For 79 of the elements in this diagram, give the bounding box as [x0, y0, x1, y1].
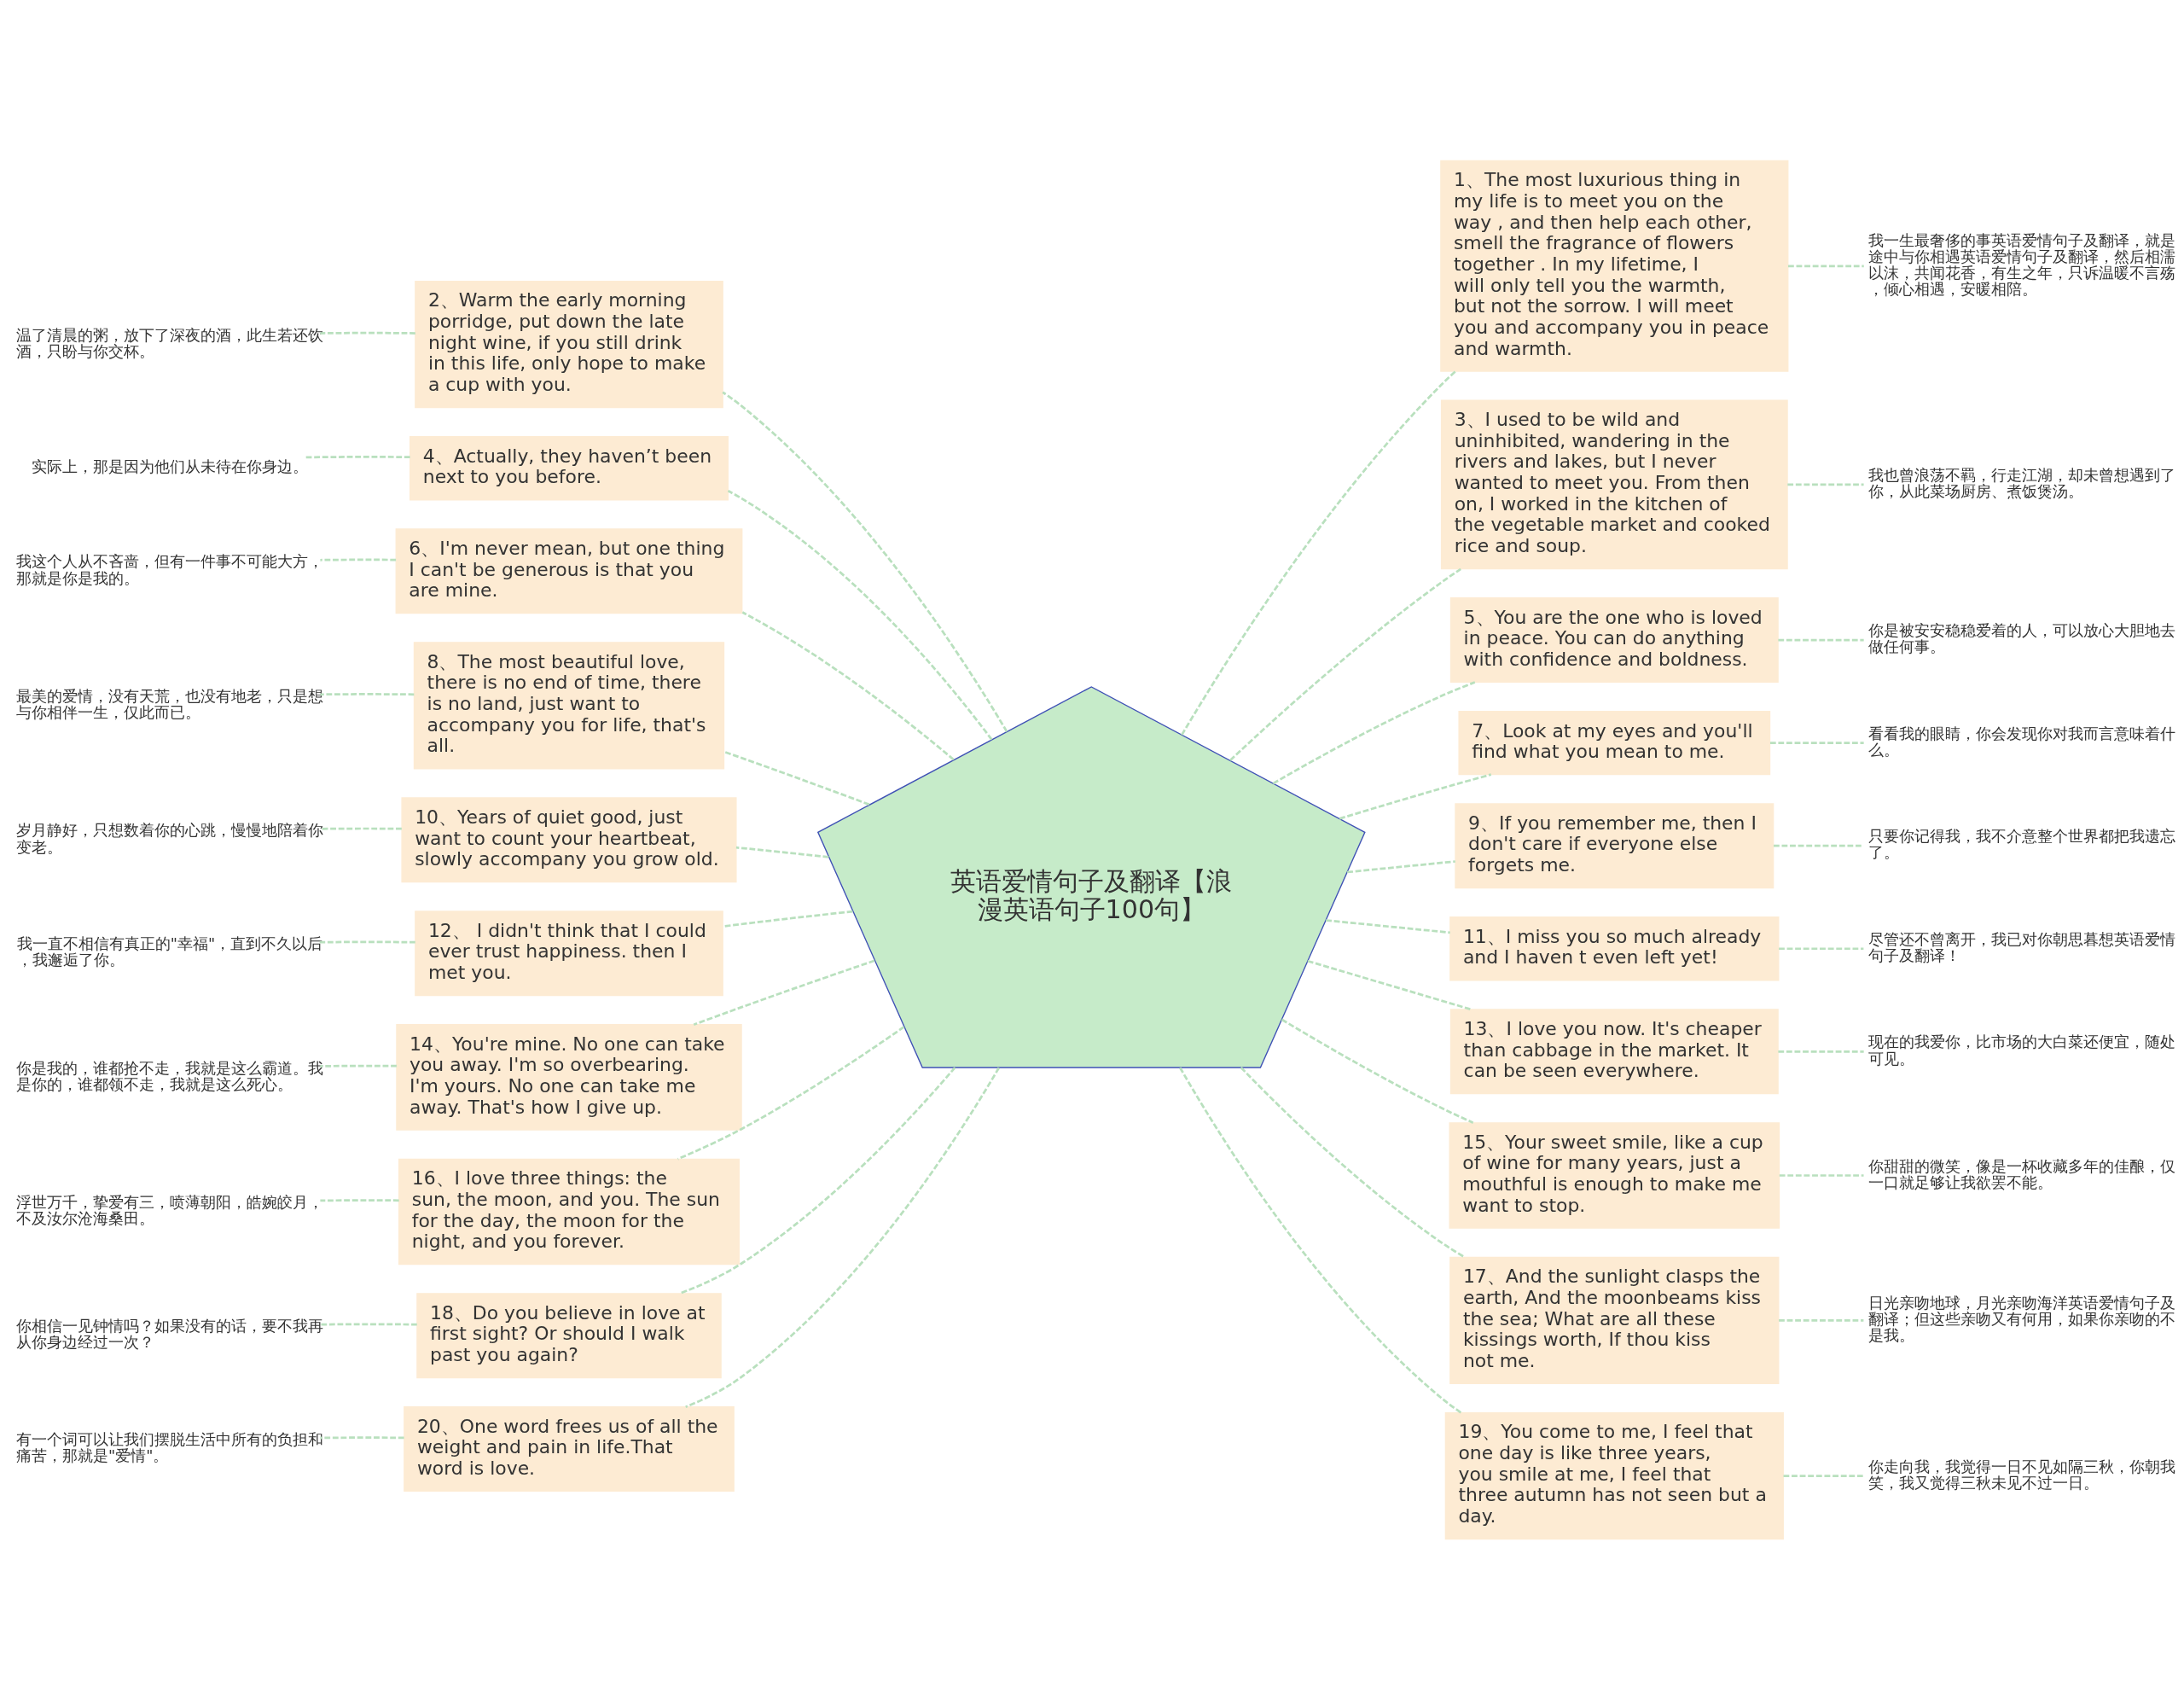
node-box: 3、I used to be wild and uninhibited, wandering in the rivers and lakes, but I never wanted to meet you. From then on, I worked in the kitchen of the vegetable market and cooked rice and soup. [1440, 399, 1788, 569]
node-box: 5、You are the one who is loved in peace. You can do anything with confidence and boldness. [1449, 596, 1779, 683]
connector [1281, 1018, 1474, 1124]
connector [320, 1198, 399, 1202]
node-text: 你甜甜的微笑，像是一杯收藏多年的佳酿，仅一口就足够让我欲罢不能。 [1868, 1156, 2176, 1191]
node-box: 13、I love you now. It's cheaper than cabbage in the market. It can be seen everywhere. [1449, 1008, 1779, 1094]
connector [685, 1067, 1001, 1408]
connector [320, 558, 397, 561]
node-box: 18、Do you believe in love at first sight? Or should I walk past you again? [416, 1292, 722, 1378]
connector [1787, 264, 1864, 267]
node-text: 浮世万千，挚爱有三，喷薄朝阳，皓婉皎月，不及汝尔沧海桑田。 [16, 1192, 324, 1227]
node-box: 7、Look at my eyes and you'll find what you mean to me. [1458, 710, 1771, 775]
connector [1326, 918, 1450, 934]
connector [1774, 844, 1864, 847]
connector [320, 331, 415, 335]
node-text: 现在的我爱你，比市场的大白菜还便宜，随处可见。 [1868, 1032, 2176, 1068]
connector [1787, 483, 1864, 486]
node-box: 2、Warm the early morning porridge, put down the late night wine, if you still drink in this life, only hope to make a cup with you. [415, 280, 723, 408]
connector [1779, 1318, 1864, 1322]
connector [1240, 1066, 1466, 1258]
node-box: 4、Actually, they haven’t been next to you before. [410, 435, 729, 500]
connector [1778, 1050, 1864, 1053]
connector [741, 610, 955, 760]
node-text: 我也曾浪荡不羁，行走江湖，却未曾想遇到了你，从此菜场厨房、煮饭煲汤。 [1868, 465, 2176, 500]
node-box: 10、Years of quiet good, just want to count your heartbeat, slowly accompany you grow old. [401, 796, 737, 882]
node-box: 14、You're mine. No one can take you away. I'm so overbearing. I'm yours. No one can take me away. That's how I give up. [396, 1023, 742, 1131]
node-text: 有一个词可以让我们摆脱生活中所有的负担和痛苦，那就是"爱情"。 [16, 1429, 324, 1464]
connector [319, 940, 415, 944]
connector [1339, 772, 1492, 820]
node-text: 尽管还不曾离开，我已对你朝思暮想英语爱情句子及翻译！ [1868, 929, 2176, 964]
node-text: 我一直不相信有真正的"幸福"，直到不久以后，我邂逅了你。 [16, 934, 323, 969]
connector [305, 455, 410, 458]
connector [320, 692, 415, 695]
connector [723, 750, 870, 806]
connector [1783, 1474, 1864, 1477]
connector [1181, 369, 1456, 736]
connector [722, 391, 1008, 732]
node-box: 1、The most luxurious thing in my life is to meet you on the way , and then help each other, smell the fragrance of flowers together . In my lifetime, I will only tell you the warmth, but not the sorrow. I will meet you and accompany you in peace and warmth. [1440, 160, 1789, 372]
connector [679, 1066, 956, 1295]
connector [1769, 741, 1864, 744]
node-text: 只要你记得我，我不介意整个世界都把我遗忘了。 [1868, 826, 2176, 861]
node-text: 我一生最奢侈的事英语爱情句子及翻译，就是途中与你相遇英语爱情句子及翻译，然后相濡以沫，共闻花香，有生之年，只诉温暖不言殇，倾心相遇，安暖相陪。 [1868, 230, 2176, 298]
connector [320, 1435, 404, 1439]
node-box: 9、If you remember me, then I don't care if everyone else forgets me. [1455, 802, 1774, 888]
node-box: 20、One word frees us of all the weight and pain in life.That word is love. [404, 1405, 735, 1492]
node-box: 15、Your sweet smile, like a cup of wine for many years, just a mouthful is enough to make me want to stop. [1449, 1121, 1780, 1229]
connector [727, 489, 993, 740]
node-text: 实际上，那是因为他们从未待在你身边。 [31, 457, 308, 475]
node-text: 我这个人从不吝啬，但有一件事不可能大方，那就是你是我的。 [16, 551, 324, 587]
connector [1272, 680, 1476, 784]
node-box: 12、 I didn't think that I could ever trust happiness. then I met you. [415, 910, 723, 996]
node-text: 温了清晨的粥，放下了深夜的酒，此生若还饮酒，只盼与你交杯。 [16, 325, 324, 360]
node-text: 你相信一见钟情吗？如果没有的话，要不我再从你身边经过一次？ [16, 1316, 324, 1351]
connector [735, 846, 829, 858]
connector [1778, 638, 1864, 641]
node-text: 看看我的眼睛，你会发现你对我而言意味着什么。 [1868, 724, 2176, 759]
connector [693, 959, 875, 1026]
connector [1179, 1067, 1462, 1413]
node-text: 日光亲吻地球，月光亲吻海洋英语爱情句子及翻译；但这些亲吻又有何用，如果你亲吻的不是我。 [1868, 1293, 2176, 1344]
node-box: 19、You come to me, I feel that one day is like three years, you smile at me, I feel that three autumn has not seen but a day. [1444, 1411, 1784, 1539]
connector [320, 1322, 417, 1326]
connector [1347, 859, 1455, 873]
node-box: 8、The most beautiful love, there is no end of time, there is no land, just want to accompany you for life, that's all. [413, 641, 725, 769]
node-text: 最美的爱情，没有天荒，也没有地老，只是想与你相伴一生，仅此而已。 [16, 686, 324, 721]
connector [320, 827, 402, 830]
node-box: 17、And the sunlight clasps the earth, And the moonbeams kiss the sea; What are all these kissings worth, If thou kiss not me. [1449, 1256, 1780, 1384]
node-text: 你是被安安稳稳爱着的人，可以放心大胆地去做任何事。 [1868, 620, 2176, 655]
connector [677, 1025, 905, 1160]
node-text: 你走向我，我觉得一日不见如隔三秋，你朝我笑，我又觉得三秋未见不过一日。 [1868, 1457, 2176, 1492]
node-text: 你是我的，谁都抢不走，我就是这么霸道。我是你的，谁都领不走，我就是这么死心。 [16, 1058, 324, 1093]
connector [1229, 567, 1461, 761]
connector [1779, 946, 1864, 950]
connector [320, 1064, 397, 1068]
connector [1779, 1173, 1864, 1177]
connector [1307, 959, 1472, 1010]
node-box: 6、I'm never mean, but one thing I can't be generous is that you are mine. [395, 527, 743, 614]
node-text: 岁月静好，只想数着你的心跳，慢慢地陪着你变老。 [16, 820, 324, 856]
node-box: 16、I love three things: the sun, the moon, and you. The sun for the day, the moon for the night, and you forever. [398, 1158, 740, 1265]
node-box: 11、I miss you so much already and I haven t even left yet! [1449, 916, 1780, 980]
